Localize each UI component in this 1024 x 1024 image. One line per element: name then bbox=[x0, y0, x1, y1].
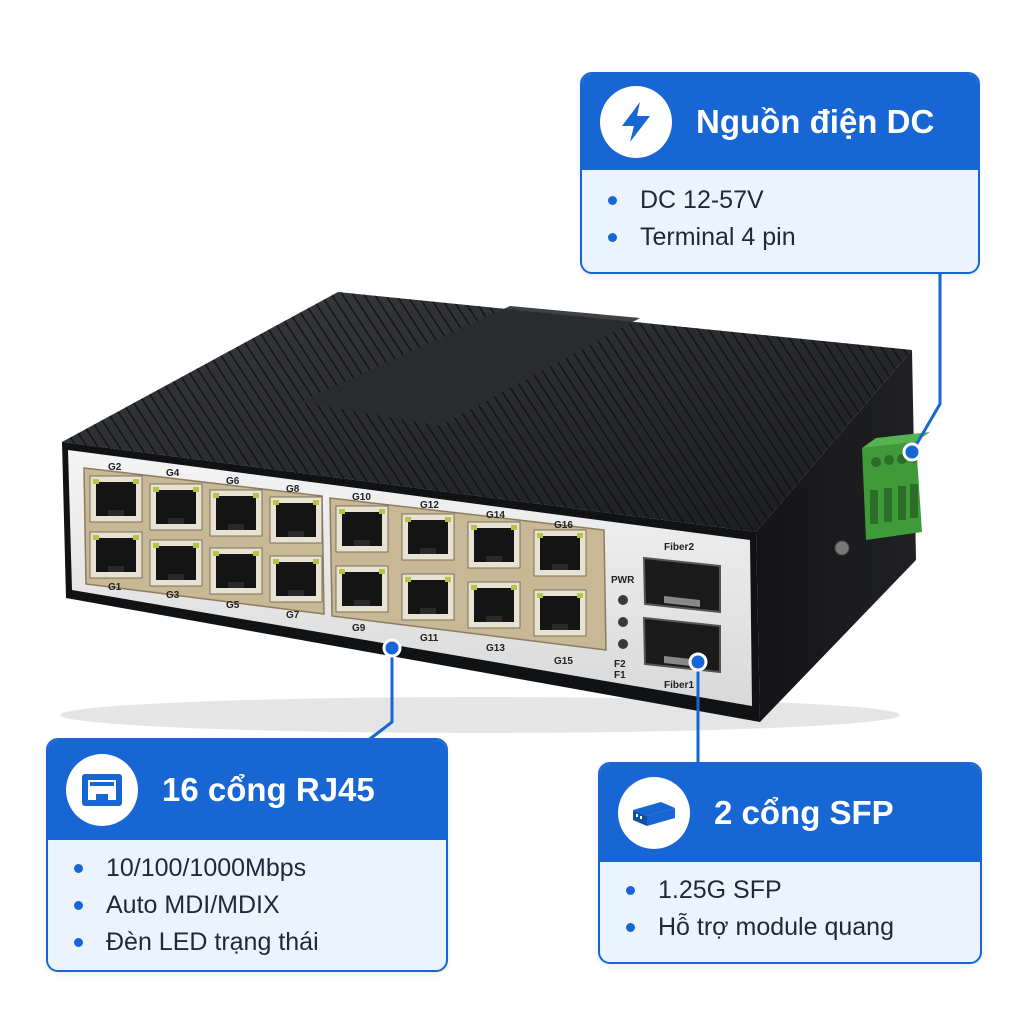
fiber-label-bottom: Fiber1 bbox=[664, 680, 694, 691]
led-f2 bbox=[618, 617, 628, 627]
port-label: G5 bbox=[226, 600, 240, 611]
rj45-port bbox=[401, 513, 455, 561]
port-label: G13 bbox=[486, 643, 505, 654]
port-label: G2 bbox=[108, 462, 122, 473]
list-item: Đèn LED trạng thái bbox=[74, 924, 446, 961]
list-item: Auto MDI/MDIX bbox=[74, 887, 446, 924]
rj45-port bbox=[269, 555, 323, 603]
port-label: G8 bbox=[286, 484, 300, 495]
port-label: G4 bbox=[166, 468, 180, 479]
ground-screw bbox=[834, 540, 850, 556]
lightning-icon bbox=[600, 86, 672, 158]
callout-rj45-title: 16 cổng RJ45 bbox=[162, 771, 375, 808]
port-label: G1 bbox=[108, 582, 122, 593]
rj45-port bbox=[89, 475, 143, 523]
rj45-port bbox=[209, 547, 263, 595]
list-item: DC 12-57V bbox=[608, 182, 978, 219]
rj45-port bbox=[467, 521, 521, 569]
port-label: G11 bbox=[420, 633, 439, 644]
rj45-port bbox=[269, 496, 323, 544]
list-item: Terminal 4 pin bbox=[608, 219, 978, 256]
rj45-port bbox=[335, 565, 389, 613]
list-item: Hỗ trợ module quang bbox=[626, 909, 980, 946]
led-label-f2: F2 bbox=[614, 659, 626, 670]
fiber-label-top: Fiber2 bbox=[664, 542, 694, 553]
callout-power-list: DC 12-57V Terminal 4 pin bbox=[582, 170, 978, 256]
rj45-port bbox=[467, 581, 521, 629]
port-label: G6 bbox=[226, 476, 240, 487]
callout-sfp: 2 cổng SFP 1.25G SFP Hỗ trợ module quang bbox=[598, 762, 982, 964]
rj45-port bbox=[401, 573, 455, 621]
port-label: G14 bbox=[486, 510, 505, 521]
callout-power-title: Nguồn điện DC bbox=[696, 103, 935, 140]
sfp-port-fiber2 bbox=[642, 556, 721, 614]
list-item: 1.25G SFP bbox=[626, 872, 980, 909]
port-label: G15 bbox=[554, 656, 573, 667]
rj45-port bbox=[149, 483, 203, 531]
led-label-f1: F1 bbox=[614, 670, 626, 681]
port-label: G7 bbox=[286, 610, 300, 621]
callout-sfp-list: 1.25G SFP Hỗ trợ module quang bbox=[600, 862, 980, 946]
port-label: G16 bbox=[554, 520, 573, 531]
port-block-left bbox=[83, 467, 325, 615]
callout-power: Nguồn điện DC DC 12-57V Terminal 4 pin bbox=[580, 72, 980, 274]
rj45-port bbox=[335, 505, 389, 553]
port-label: G9 bbox=[352, 623, 366, 634]
callout-rj45-list: 10/100/1000Mbps Auto MDI/MDIX Đèn LED tr… bbox=[48, 840, 446, 961]
rj45-port bbox=[533, 529, 587, 577]
callout-sfp-title: 2 cổng SFP bbox=[714, 794, 894, 831]
led-pwr bbox=[618, 595, 628, 605]
port-label: G10 bbox=[352, 492, 371, 503]
list-item: 10/100/1000Mbps bbox=[74, 850, 446, 887]
sfp-module-icon bbox=[618, 777, 690, 849]
ethernet-port-icon bbox=[66, 754, 138, 826]
rj45-port bbox=[209, 489, 263, 537]
port-label: G3 bbox=[166, 590, 180, 601]
callout-sfp-header: 2 cổng SFP bbox=[600, 764, 980, 862]
led-f1 bbox=[618, 639, 628, 649]
callout-power-header: Nguồn điện DC bbox=[582, 74, 978, 170]
callout-leader-lines bbox=[365, 268, 942, 764]
led-label-pwr: PWR bbox=[611, 575, 635, 586]
rj45-ports bbox=[89, 475, 587, 637]
port-label: G12 bbox=[420, 500, 439, 511]
callout-rj45-header: 16 cổng RJ45 bbox=[48, 740, 446, 840]
callout-rj45: 16 cổng RJ45 10/100/1000Mbps Auto MDI/MD… bbox=[46, 738, 448, 972]
rj45-port bbox=[149, 539, 203, 587]
rj45-port bbox=[533, 589, 587, 637]
rj45-port bbox=[89, 531, 143, 579]
